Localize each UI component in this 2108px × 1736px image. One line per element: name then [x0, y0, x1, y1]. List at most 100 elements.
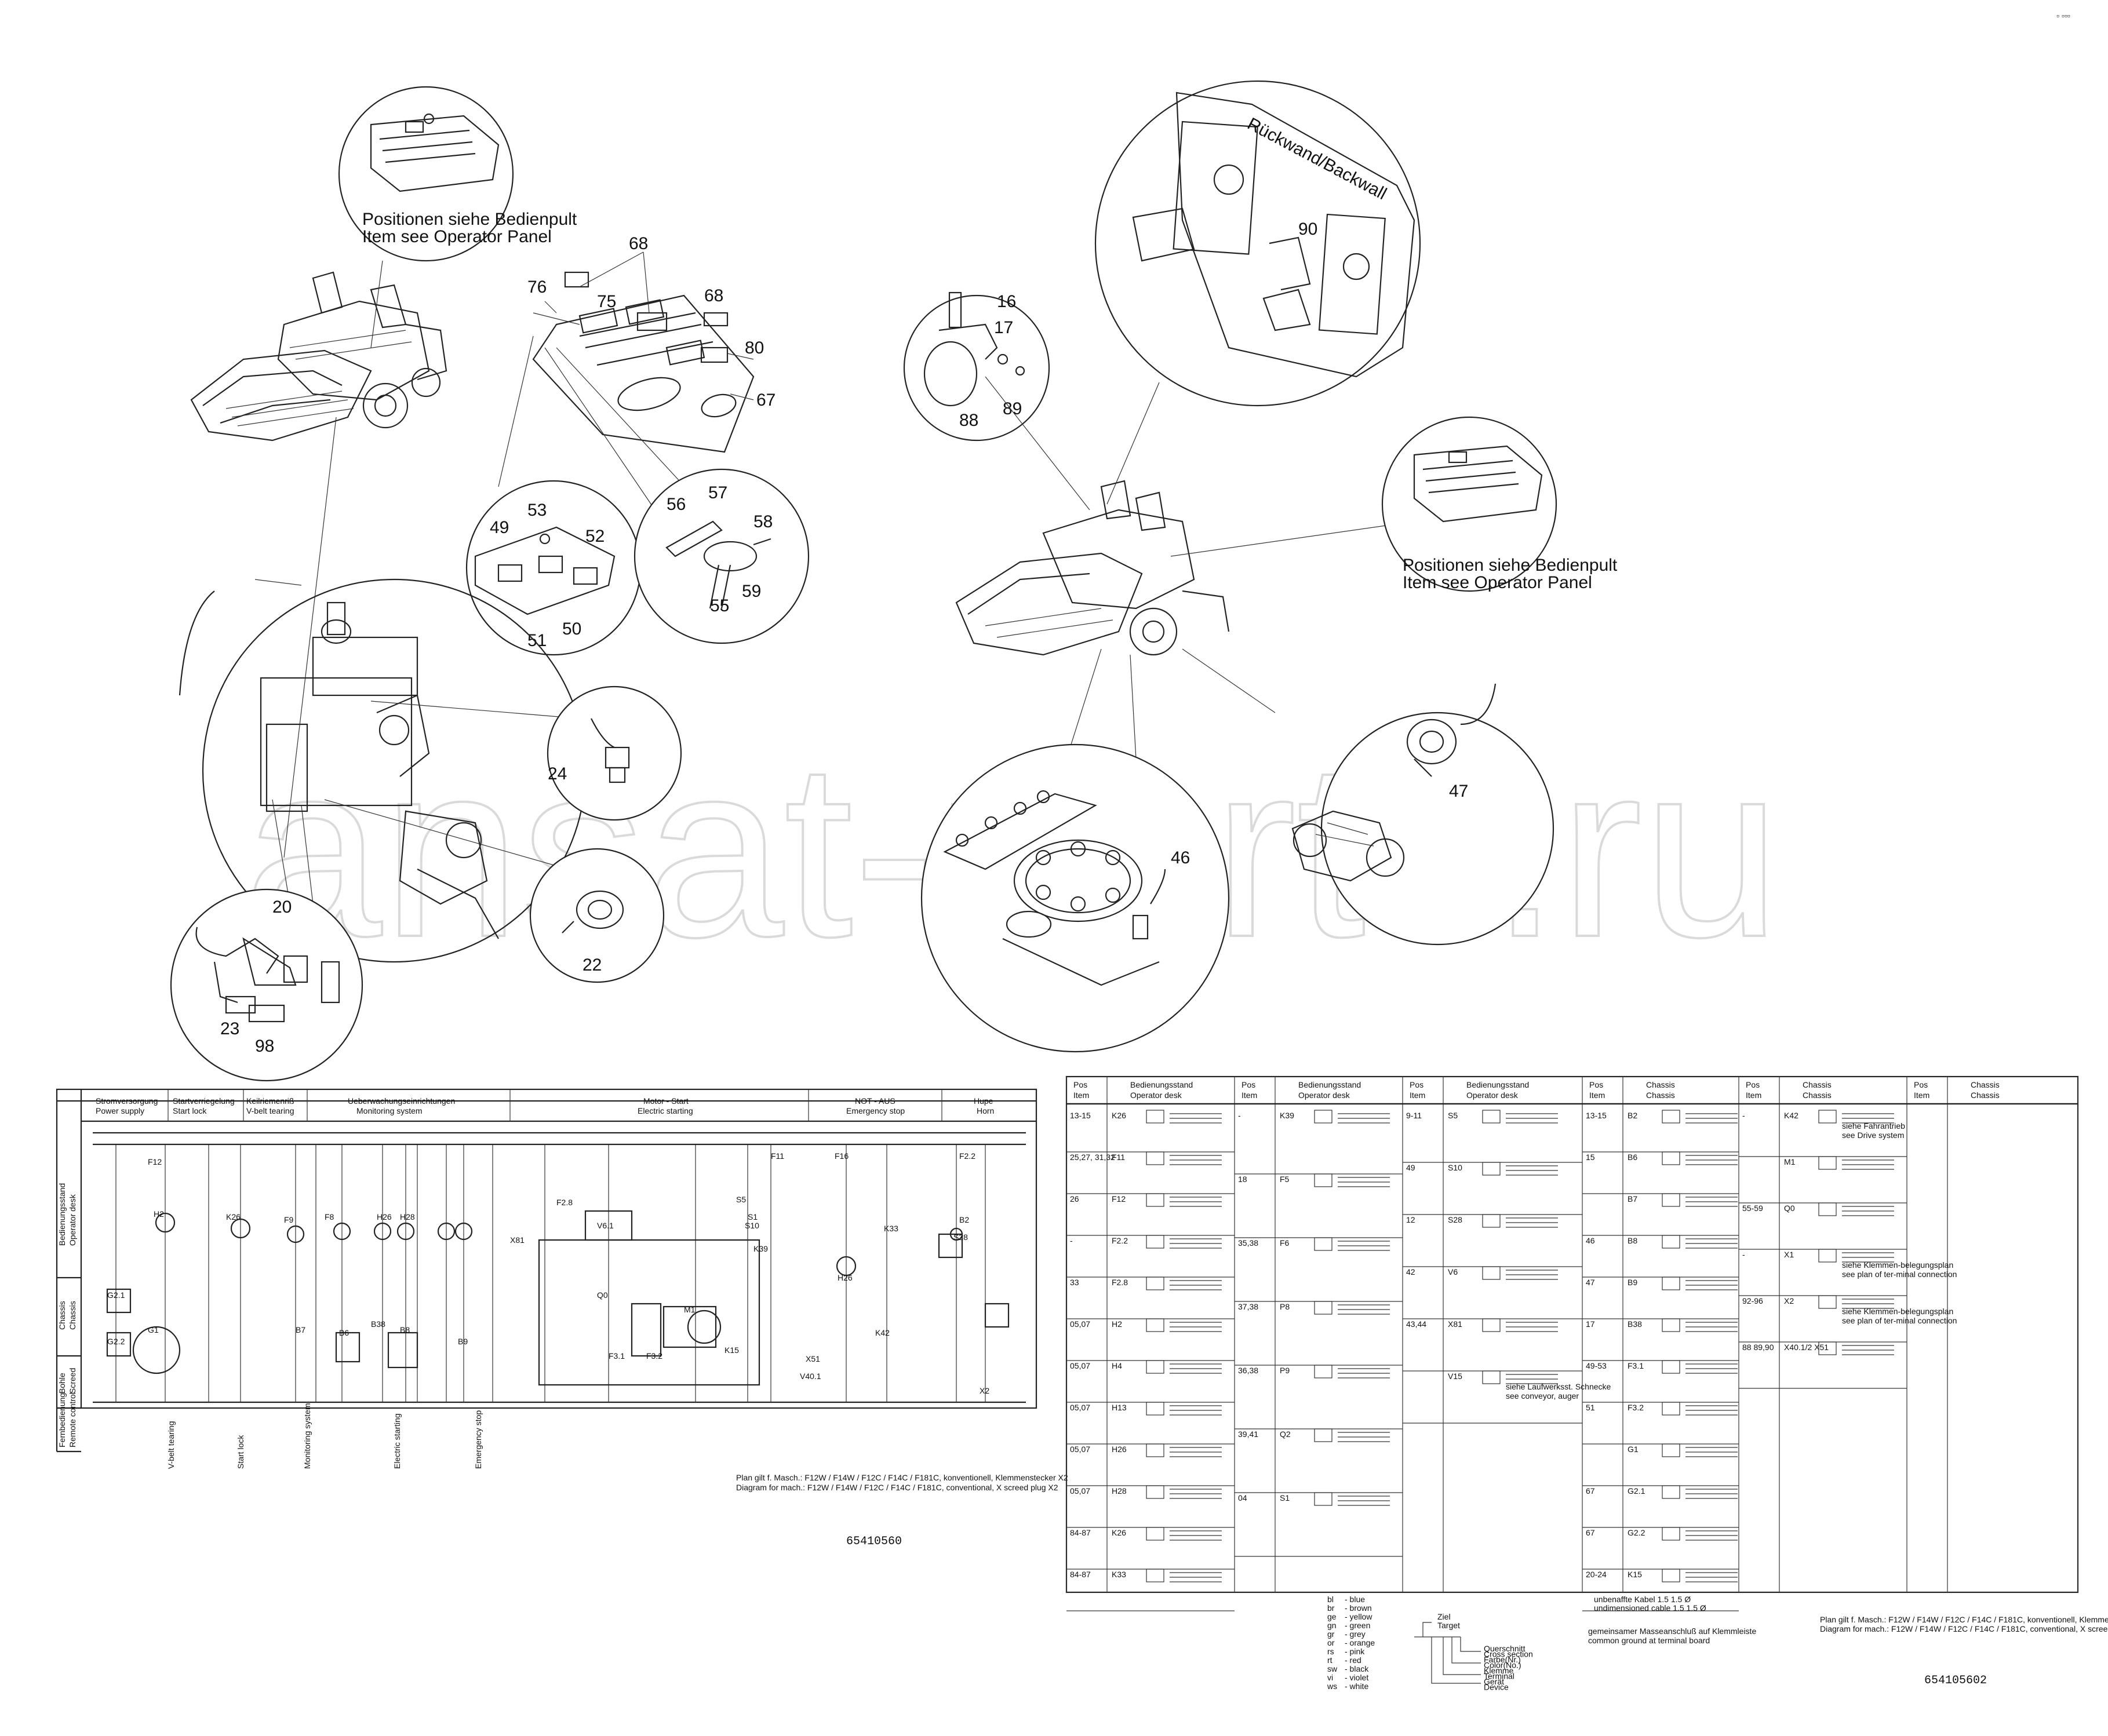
table-row-pos: 25,27, 31,32 — [1070, 1153, 1115, 1162]
schematic-label: M1 — [684, 1305, 696, 1314]
color-code: rt — [1327, 1655, 1332, 1665]
table-header-area-de: Chassis — [1971, 1080, 2000, 1089]
zoom-circle-operator-panel-right: Positionen siehe Bedienpult Item see Ope… — [1381, 416, 1618, 592]
table-row-note-de: siehe Fahrantrieb — [1842, 1121, 1905, 1130]
table-row-id: X2 — [1784, 1296, 1794, 1305]
zoom-circle-backwall: Rückwand/Backwall 90 — [1094, 80, 1421, 407]
table-row-id: V6 — [1448, 1267, 1458, 1277]
table-row-pos: 47 — [1586, 1278, 1595, 1287]
table-row-pos: 9-11 — [1406, 1111, 1422, 1120]
zoom-circle-cable-88: 20 23 98 — [170, 888, 363, 1082]
table-row-id: G2.1 — [1628, 1486, 1645, 1496]
table-row-note-de: siehe Klemmen-belegungsplan — [1842, 1307, 1953, 1316]
sch-side-chassis-en: Chassis — [68, 1301, 77, 1330]
table-row-id: V15 — [1448, 1372, 1462, 1381]
schematic-label: F11 — [771, 1151, 784, 1161]
sch-head-monitor-de: Ueberwachungseinrichtungen — [348, 1096, 455, 1106]
table-row-id: F12 — [1112, 1194, 1126, 1203]
sch-head-power-en: Power supply — [96, 1106, 144, 1115]
table-row-id: X1 — [1784, 1250, 1794, 1259]
part-57: 57 — [708, 483, 727, 502]
table-header-item: Item — [1746, 1091, 1761, 1100]
wire-key-entry: Querschnitt — [1484, 1644, 1526, 1653]
table-row-id: F2.2 — [1112, 1236, 1128, 1245]
zoom-circle-sensor-16: 24 — [547, 685, 682, 821]
note-ground-en: common ground at terminal board — [1588, 1636, 1710, 1645]
table-row-id: S28 — [1448, 1215, 1462, 1224]
color-name: - red — [1345, 1655, 1361, 1665]
color-code: vi — [1327, 1673, 1333, 1682]
table-row-id: B9 — [1628, 1278, 1637, 1287]
table-row-id: H4 — [1112, 1361, 1122, 1370]
schematic-label: G2.1 — [107, 1290, 125, 1300]
table-header-pos: Pos — [1242, 1080, 1255, 1089]
table-row-pos: 36,38 — [1238, 1366, 1258, 1375]
part-68a: 68 — [629, 234, 648, 253]
table-row-pos: 05,07 — [1070, 1319, 1090, 1329]
wire-key-entry: Cross section — [1484, 1650, 1533, 1659]
color-name: - orange — [1345, 1638, 1375, 1647]
table-row-pos: 43,44 — [1406, 1319, 1426, 1329]
table-row-id: S5 — [1448, 1111, 1458, 1120]
color-code: sw — [1327, 1664, 1338, 1673]
callout-left-line2: Item see Operator Panel — [362, 227, 552, 246]
table-header-area-en: Chassis — [1646, 1091, 1675, 1100]
table-header-item: Item — [1073, 1091, 1089, 1100]
part-55: 55 — [710, 596, 729, 615]
color-name: - violet — [1345, 1673, 1368, 1682]
color-code: gn — [1327, 1621, 1337, 1630]
battery-exploded-view: 68 76 75 68 80 67 — [498, 234, 776, 510]
note-undimensioned-en: undimensioned cable 1.5 1.5 Ø — [1594, 1603, 1706, 1613]
sch-head-estop-de: NOT - AUS — [855, 1096, 895, 1106]
table-row-id: F3.1 — [1628, 1361, 1644, 1370]
table-row-pos: 20-24 — [1586, 1570, 1607, 1579]
color-code: gr — [1327, 1629, 1335, 1639]
table-footer-de: Plan gilt f. Masch.: F12W / F14W / F12C … — [1820, 1615, 2108, 1624]
table-header-area-de: Bedienungsstand — [1130, 1080, 1193, 1089]
part-59: 59 — [742, 582, 761, 601]
table-header-area-en: Operator desk — [1130, 1091, 1182, 1100]
schematic-caption: Monitoring system — [303, 1403, 312, 1469]
part-75: 75 — [597, 292, 616, 311]
part-80: 80 — [745, 338, 764, 358]
schematic-label: H28 — [400, 1212, 415, 1221]
table-header-area-de: Chassis — [1803, 1080, 1832, 1089]
part-51: 51 — [527, 631, 547, 650]
table-row-pos: - — [1742, 1111, 1745, 1120]
table-row-pos: 84-87 — [1070, 1528, 1091, 1537]
table-row-pos: 13-15 — [1070, 1111, 1091, 1120]
sch-head-monitor-en: Monitoring system — [356, 1106, 423, 1115]
part-16: 24 — [548, 764, 567, 783]
sch-side-remote-de: Fernbedienung — [57, 1393, 67, 1447]
table-row-id: S10 — [1448, 1163, 1462, 1172]
table-row-id: B8 — [1628, 1236, 1637, 1245]
table-row-pos: - — [1070, 1236, 1073, 1245]
circuit-schematic: Stromversorgung Power supply Startverrie… — [56, 1088, 1068, 1548]
table-row-pos: 92-96 — [1742, 1296, 1763, 1305]
note-undimensioned-de: unbenaffte Kabel 1.5 1.5 Ø — [1594, 1595, 1691, 1604]
table-row-id: G2.2 — [1628, 1528, 1645, 1537]
part-98: 90 — [1298, 220, 1317, 239]
table-row-id: B2 — [1628, 1111, 1637, 1120]
table-header-item: Item — [1589, 1091, 1605, 1100]
table-row-id: B38 — [1628, 1319, 1642, 1329]
sch-head-motor-en: Electric starting — [638, 1106, 693, 1115]
table-row-note-en: see plan of ter-minal connection — [1842, 1316, 1957, 1325]
part-17: 22 — [582, 955, 602, 975]
part-50: 50 — [562, 619, 581, 639]
zoom-circle-relay-base: 53 52 49 50 51 — [465, 480, 642, 656]
color-code: ws — [1327, 1682, 1337, 1691]
zoom-circle-sensor-17: 22 — [529, 848, 665, 983]
table-row-pos: - — [1238, 1111, 1241, 1120]
table-row-id: F3.2 — [1628, 1403, 1644, 1412]
table-row-pos: 67 — [1586, 1486, 1595, 1496]
table-row-pos: 46 — [1586, 1236, 1595, 1245]
schematic-label: S5 — [736, 1195, 746, 1204]
table-footer-en: Diagram for mach.: F12W / F14W / F12C / … — [1820, 1624, 2108, 1633]
paver-overview-left — [190, 271, 447, 442]
wire-key-target-de: Ziel — [1437, 1612, 1451, 1621]
table-row-id: Q2 — [1280, 1429, 1291, 1439]
color-name: - grey — [1345, 1629, 1366, 1639]
